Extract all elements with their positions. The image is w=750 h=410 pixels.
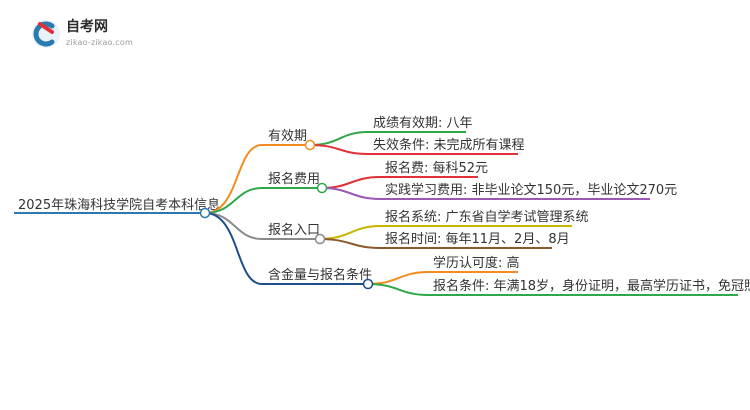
leaf-label-1-2: 失效条件: 未完成所有课程: [373, 137, 525, 153]
branch-node-3[interactable]: [314, 233, 326, 245]
branch-label-3: 报名入口: [268, 222, 320, 238]
logo-url: zikao-zikao.com: [66, 38, 133, 47]
leaf-label-2-1: 报名费: 每科52元: [385, 160, 488, 176]
connector-leaf-4-2: [367, 283, 738, 296]
root-node[interactable]: [199, 207, 211, 219]
site-logo[interactable]: 自考网 zikao-zikao.com: [30, 14, 150, 54]
branch-node-4[interactable]: [362, 278, 374, 290]
connector-leaf-3-2: [319, 238, 552, 249]
branch-label-2: 报名费用: [268, 171, 320, 187]
branch-node-1[interactable]: [304, 139, 316, 151]
branch-node-2[interactable]: [316, 182, 328, 194]
leaf-label-1-1: 成绩有效期: 八年: [373, 116, 473, 131]
branch-label-1: 有效期: [268, 129, 307, 144]
connector-leaf-2-2: [321, 187, 650, 200]
leaf-label-2-2: 实践学习费用: 非毕业论文150元，毕业论文270元: [385, 182, 677, 198]
leaf-label-3-2: 报名时间: 每年11月、2月、8月: [385, 231, 570, 247]
connector-branch-2: [204, 187, 322, 214]
branch-label-4: 含金量与报名条件: [268, 267, 372, 283]
leaf-label-3-1: 报名系统: 广东省自学考试管理系统: [385, 209, 589, 225]
connector-branch-1: [204, 144, 310, 214]
leaf-label-4-1: 学历认可度: 高: [433, 255, 520, 271]
root-label: 2025年珠海科技学院自考本科信息: [18, 197, 220, 213]
logo-icon: [32, 20, 60, 48]
leaf-label-4-2: 报名条件: 年满18岁，身份证明，最高学历证书，免冠照片: [433, 278, 750, 294]
logo-title: 自考网: [66, 19, 108, 35]
connector-branch-4: [204, 212, 368, 285]
connector-leaf-1-2: [309, 144, 518, 155]
